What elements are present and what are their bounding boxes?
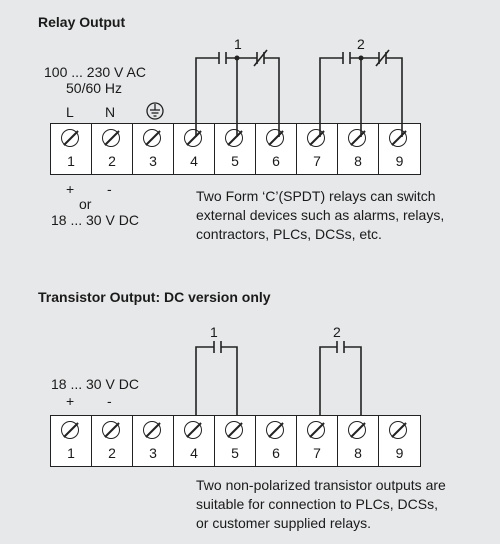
ac-frequency-label: 50/60 Hz xyxy=(66,80,123,96)
terminal-7: 7 xyxy=(297,416,338,466)
transistor-2-label: 2 xyxy=(333,324,341,340)
terminal-6: 6 xyxy=(256,124,297,174)
dc-plus-label: + xyxy=(66,181,75,197)
screw-icon xyxy=(307,421,325,439)
ground-icon xyxy=(146,102,164,120)
relay-1-label: 1 xyxy=(234,36,242,52)
relay-1-nc-slash xyxy=(253,49,268,67)
terminal-3: 3 xyxy=(133,416,174,466)
screw-icon xyxy=(389,421,407,439)
transistor-minus-label: - xyxy=(107,393,112,409)
screw-icon xyxy=(184,421,202,439)
screw-icon xyxy=(266,421,284,439)
dc-minus-label: - xyxy=(107,181,112,197)
terminal-1: 1 xyxy=(51,416,92,466)
line-label: L xyxy=(66,104,74,120)
screw-icon xyxy=(348,129,366,147)
transistor-terminal-block: 1 2 3 4 5 6 7 8 9 xyxy=(50,415,421,467)
terminal-4: 4 xyxy=(174,124,215,174)
screw-icon xyxy=(143,129,161,147)
terminal-5: 5 xyxy=(215,416,256,466)
terminal-9: 9 xyxy=(379,124,420,174)
screw-icon xyxy=(143,421,161,439)
screw-icon xyxy=(225,129,243,147)
relay-2-common-node xyxy=(358,55,364,61)
terminal-7: 7 xyxy=(297,124,338,174)
terminal-8: 8 xyxy=(338,416,379,466)
terminal-2: 2 xyxy=(92,416,133,466)
screw-icon xyxy=(348,421,366,439)
transistor-dc-voltage-label: 18 ... 30 V DC xyxy=(51,376,139,392)
screw-icon xyxy=(61,129,79,147)
transistor-plus-label: + xyxy=(66,393,75,409)
transistor-output-title: Transistor Output: DC version only xyxy=(38,289,271,305)
transistor-1-label: 1 xyxy=(210,324,218,340)
screw-icon xyxy=(307,129,325,147)
terminal-1: 1 xyxy=(51,124,92,174)
terminal-4: 4 xyxy=(174,416,215,466)
screw-icon xyxy=(266,129,284,147)
terminal-5: 5 xyxy=(215,124,256,174)
terminal-2: 2 xyxy=(92,124,133,174)
relay-terminal-block: 1 2 3 4 5 6 7 8 9 xyxy=(50,123,421,175)
terminal-6: 6 xyxy=(256,416,297,466)
neutral-label: N xyxy=(105,104,116,120)
terminal-3: 3 xyxy=(133,124,174,174)
screw-icon xyxy=(61,421,79,439)
screw-icon xyxy=(184,129,202,147)
ac-voltage-label: 100 ... 230 V AC xyxy=(44,64,146,80)
relay-dc-voltage-label: 18 ... 30 V DC xyxy=(51,212,139,228)
screw-icon xyxy=(389,129,407,147)
relay-2-label: 2 xyxy=(357,36,365,52)
relay-1-common-node xyxy=(234,55,240,61)
screw-icon xyxy=(225,421,243,439)
relay-output-title: Relay Output xyxy=(38,14,126,30)
terminal-9: 9 xyxy=(379,416,420,466)
relay-2-nc-slash xyxy=(375,49,390,67)
screw-icon xyxy=(102,129,120,147)
screw-icon xyxy=(102,421,120,439)
relay-note: Two Form ‘C’(SPDT) relays can switch ext… xyxy=(196,188,445,242)
terminal-8: 8 xyxy=(338,124,379,174)
or-label: or xyxy=(79,196,92,212)
transistor-note: Two non-polarized transistor outputs are… xyxy=(196,477,446,531)
